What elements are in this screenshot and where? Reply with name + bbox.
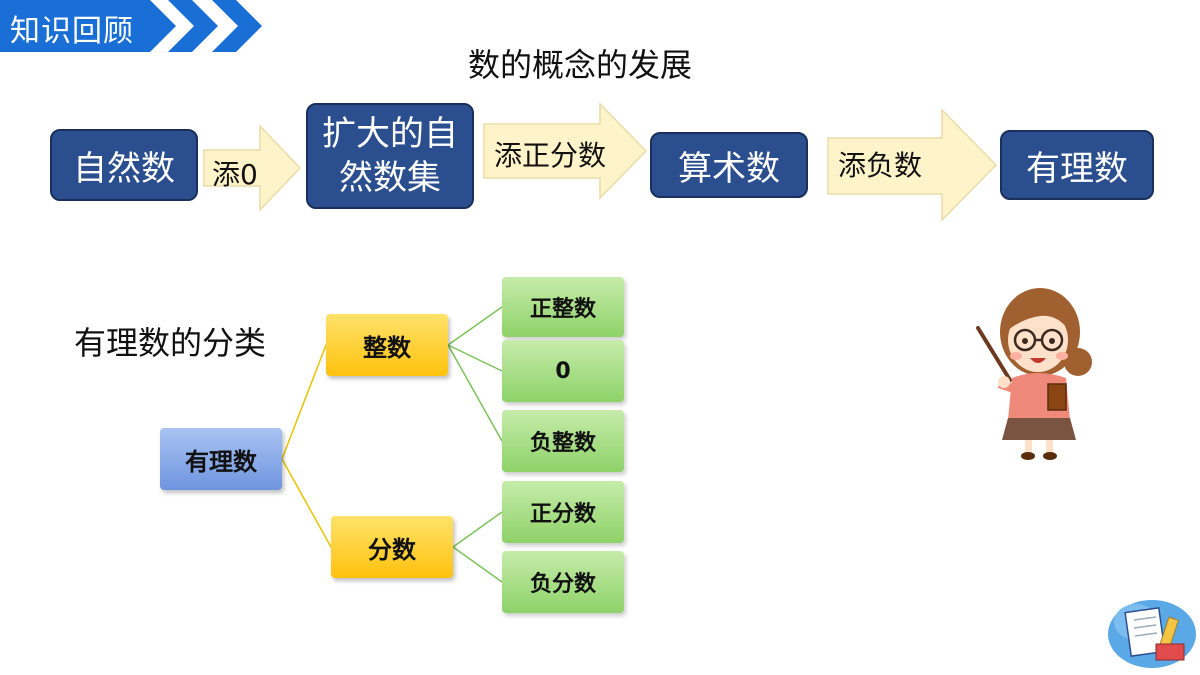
arrow-shape-2	[483, 102, 648, 200]
flow-box-rational-numbers: 有理数	[1000, 130, 1154, 200]
node-negative-integers: 负整数	[502, 410, 624, 472]
flow-box-arithmetic-numbers: 算术数	[650, 132, 808, 198]
connector-integer-positive	[447, 306, 503, 346]
arrow-shape-1	[203, 124, 302, 212]
connector-root-integer	[281, 344, 327, 460]
arrow-label-1: 添0	[212, 158, 258, 191]
node-rational-numbers: 有理数	[160, 428, 282, 490]
node-positive-fractions: 正分数	[502, 481, 624, 543]
flow-box-extended-natural-set: 扩大的自然数集	[306, 103, 474, 209]
node-negative-fractions: 负分数	[502, 551, 624, 613]
connector-fraction-positive	[452, 511, 503, 548]
teacher-illustration	[976, 288, 1092, 460]
connector-root-fraction	[281, 458, 332, 548]
arrow-shape-3	[827, 108, 998, 222]
node-fractions: 分数	[331, 516, 453, 578]
node-positive-integers: 正整数	[502, 277, 624, 337]
node-integers: 整数	[326, 314, 448, 376]
flow-box-natural-numbers: 自然数	[50, 129, 198, 201]
main-title: 数的概念的发展	[467, 46, 692, 84]
arrow-label-3: 添负数	[838, 149, 923, 182]
connector-fraction-negative	[452, 546, 503, 583]
node-zero: 0	[502, 340, 624, 402]
connector-integer-zero	[447, 344, 503, 372]
connector-integer-negative	[447, 344, 503, 442]
classification-title: 有理数的分类	[74, 324, 267, 362]
arrow-label-2: 添正分数	[494, 139, 607, 172]
header-tag	[0, 0, 262, 52]
study-clipart-icon	[1108, 600, 1196, 668]
header-label: 知识回顾	[10, 14, 134, 49]
